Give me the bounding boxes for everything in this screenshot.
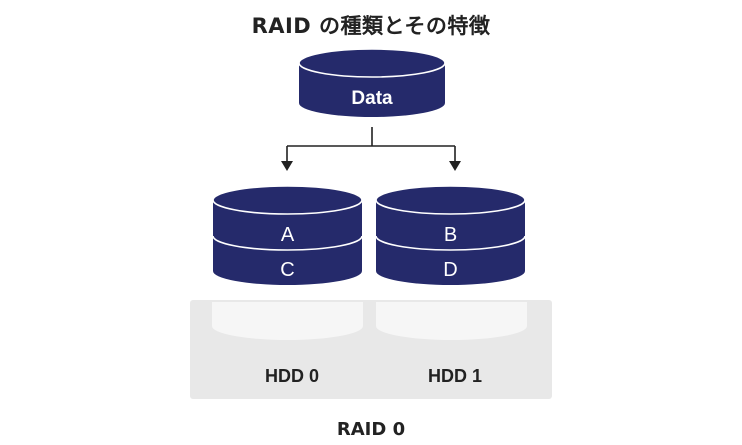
- stripe-label-b: B: [444, 224, 457, 246]
- arrow-down-right-icon: [449, 161, 461, 171]
- drive-label-0: HDD 0: [265, 366, 319, 386]
- drive-slot-1: [376, 302, 527, 340]
- arrow-down-left-icon: [281, 161, 293, 171]
- drive-label-1: HDD 1: [428, 366, 482, 386]
- stripe-label-d: D: [443, 259, 457, 281]
- diagram-title: RAID の種類とその特徴: [251, 14, 491, 38]
- data-cylinder: Data: [298, 48, 446, 117]
- data-label: Data: [351, 88, 393, 109]
- raid-level-caption: RAID 0: [336, 419, 406, 440]
- connector: [286, 127, 456, 162]
- disk-1: B D: [375, 185, 526, 285]
- stripe-label-c: C: [280, 259, 294, 281]
- drive-slot-0: [212, 302, 363, 340]
- disk-0: A C: [212, 185, 363, 285]
- stripe-label-a: A: [281, 224, 295, 246]
